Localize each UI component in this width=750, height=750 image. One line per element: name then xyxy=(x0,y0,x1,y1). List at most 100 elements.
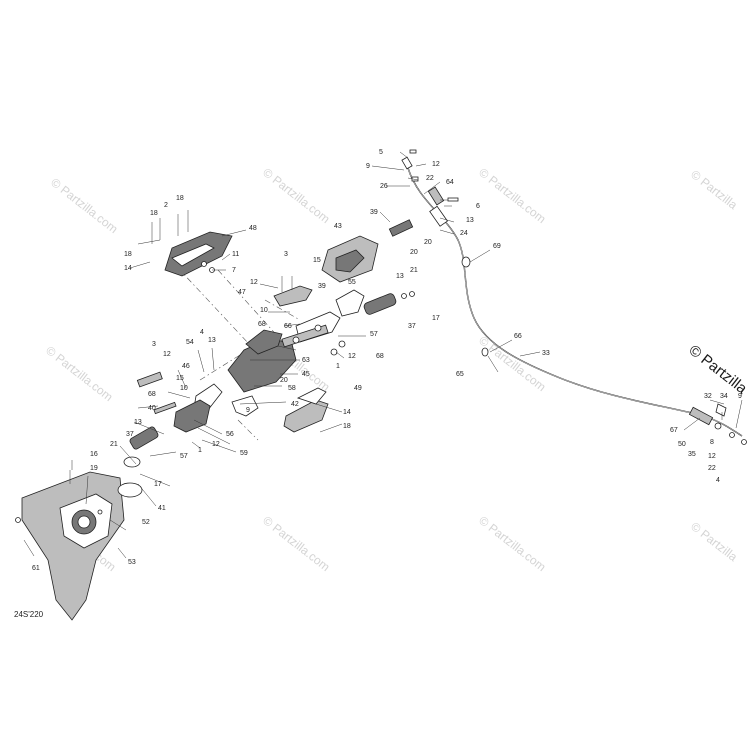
lower-assembly xyxy=(129,347,329,450)
callout-number: 57 xyxy=(180,453,188,460)
callout-number: 12 xyxy=(708,453,716,460)
shift-cable-assembly xyxy=(388,149,747,445)
callout-number: 65 xyxy=(456,371,464,378)
watermark: © Partzilla.com xyxy=(43,343,115,404)
callout-number: 40 xyxy=(148,405,156,412)
callout-number: 33 xyxy=(542,350,550,357)
callout-number: 13 xyxy=(396,273,404,280)
callout-number: 55 xyxy=(348,279,356,286)
callout-number: 18 xyxy=(176,195,184,202)
callout-number: 3 xyxy=(284,251,288,258)
lower-console xyxy=(15,456,143,621)
callout-number: 41 xyxy=(158,505,166,512)
watermark: © Partzilla.com xyxy=(476,513,548,574)
callout-number: 37 xyxy=(126,431,134,438)
callout-number: 1 xyxy=(198,447,202,454)
callout-number: 9 xyxy=(246,407,250,414)
column-assembly xyxy=(227,311,346,393)
callout-number: 7 xyxy=(232,267,236,274)
callout-number: 68 xyxy=(258,321,266,328)
callout-number: 17 xyxy=(432,315,440,322)
callout-number: 10 xyxy=(260,307,268,314)
watermark: © Partzilla.com xyxy=(48,175,120,236)
callout-number: 18 xyxy=(343,423,351,430)
callout-number: 53 xyxy=(128,559,136,566)
callout-number: 6 xyxy=(476,203,480,210)
callout-number: 49 xyxy=(354,385,362,392)
callout-leaders xyxy=(23,151,743,559)
callout-number: 22 xyxy=(708,465,716,472)
bracket xyxy=(273,276,313,307)
callout-number: 18 xyxy=(124,251,132,258)
callout-number: 4 xyxy=(716,477,720,484)
callout-number: 12 xyxy=(212,441,220,448)
callout-labels: 5 12 9 22 26 64 6 39 13 24 20 20 69 43 1… xyxy=(32,149,742,572)
callout-number: 50 xyxy=(678,441,686,448)
callout-number: 4 xyxy=(200,329,204,336)
watermark: © Partzilla.com xyxy=(260,513,332,574)
callout-number: 68 xyxy=(148,391,156,398)
callout-number: 35 xyxy=(688,451,696,458)
callout-number: 20 xyxy=(280,377,288,384)
callout-number: 47 xyxy=(238,289,246,296)
shifter-handle-parts xyxy=(321,235,415,317)
callout-number: 39 xyxy=(318,283,326,290)
callout-number: 19 xyxy=(90,465,98,472)
callout-number: 21 xyxy=(110,441,118,448)
callout-number: 13 xyxy=(466,217,474,224)
callout-number: 13 xyxy=(134,419,142,426)
watermark: © Partzilla xyxy=(688,519,740,564)
callout-number: 58 xyxy=(288,385,296,392)
callout-number: 54 xyxy=(186,339,194,346)
callout-number: 22 xyxy=(426,175,434,182)
callout-number: 20 xyxy=(410,249,418,256)
callout-number: 56 xyxy=(226,431,234,438)
watermark: © Partzilla.com xyxy=(260,165,332,226)
callout-number: 12 xyxy=(163,351,171,358)
callout-number: 12 xyxy=(348,353,356,360)
callout-number: 69 xyxy=(493,243,501,250)
callout-number: 42 xyxy=(291,401,299,408)
callout-number: 20 xyxy=(424,239,432,246)
callout-number: 5 xyxy=(379,149,383,156)
callout-number: 18 xyxy=(150,210,158,217)
callout-number: 45 xyxy=(302,371,310,378)
callout-number: 57 xyxy=(370,331,378,338)
callout-number: 3 xyxy=(152,341,156,348)
callout-number: 15 xyxy=(176,375,184,382)
callout-number: 24 xyxy=(460,230,468,237)
callout-number: 12 xyxy=(432,161,440,168)
callout-number: 39 xyxy=(370,209,378,216)
callout-number: 46 xyxy=(182,363,190,370)
callout-number: 59 xyxy=(240,450,248,457)
callout-number: 8 xyxy=(710,439,714,446)
callout-number: 67 xyxy=(670,427,678,434)
callout-number: 14 xyxy=(124,265,132,272)
callout-number: 66 xyxy=(514,333,522,340)
callout-number: 48 xyxy=(249,225,257,232)
callout-number: 2 xyxy=(164,202,168,209)
assembly-axes xyxy=(177,267,301,441)
callout-number: 32 xyxy=(704,393,712,400)
callout-number: 21 xyxy=(410,267,418,274)
callout-number: 9 xyxy=(738,393,742,400)
callout-number: 68 xyxy=(376,353,384,360)
callout-number: 14 xyxy=(343,409,351,416)
callout-number: 34 xyxy=(720,393,728,400)
callout-number: 12 xyxy=(250,279,258,286)
callout-number: 1 xyxy=(336,363,340,370)
callout-number: 63 xyxy=(302,357,310,364)
callout-number: 15 xyxy=(313,257,321,264)
callout-number: 61 xyxy=(32,565,40,572)
watermark: © Partzilla.com xyxy=(476,333,548,394)
callout-number: 10 xyxy=(180,385,188,392)
callout-number: 37 xyxy=(408,323,416,330)
watermark: © Partzilla xyxy=(688,167,740,212)
callout-number: 26 xyxy=(380,183,388,190)
callout-number: 43 xyxy=(334,223,342,230)
callout-number: 17 xyxy=(154,481,162,488)
callout-number: 64 xyxy=(446,179,454,186)
callout-number: 52 xyxy=(142,519,150,526)
callout-number: 16 xyxy=(90,451,98,458)
